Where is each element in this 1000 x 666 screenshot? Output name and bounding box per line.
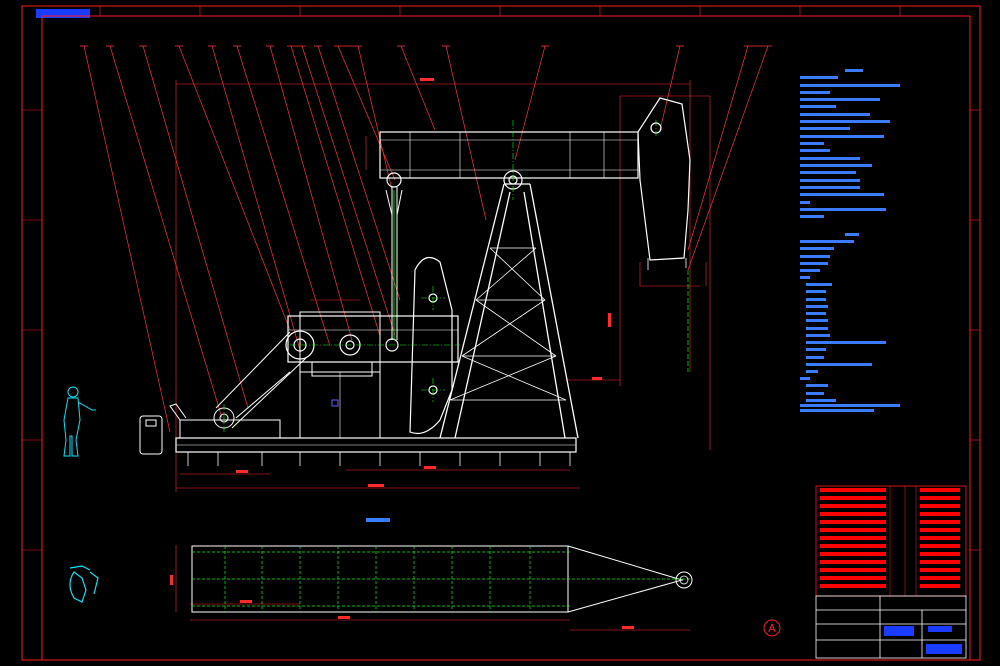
gearbox bbox=[299, 311, 381, 438]
walking-beam bbox=[379, 131, 639, 190]
samson-post bbox=[439, 183, 579, 439]
plan-view bbox=[191, 518, 693, 613]
human-figure bbox=[63, 386, 96, 457]
parts-list bbox=[815, 485, 967, 597]
dimension-values bbox=[170, 78, 634, 629]
horsehead bbox=[637, 97, 691, 372]
crank-counterweight bbox=[285, 256, 459, 435]
leader-lines bbox=[83, 45, 769, 433]
control-box bbox=[139, 415, 163, 455]
marker-square bbox=[331, 399, 339, 407]
sheet-symbol-letter: A bbox=[768, 622, 776, 635]
zone-ticks bbox=[22, 6, 980, 551]
technical-notes bbox=[800, 69, 900, 412]
title-block bbox=[815, 595, 967, 659]
logo-symbol bbox=[69, 565, 99, 603]
file-tag bbox=[36, 9, 90, 18]
motor-belt bbox=[169, 331, 307, 439]
pitman-arms bbox=[385, 187, 403, 340]
dimension-lines bbox=[175, 80, 711, 631]
inner-border bbox=[41, 15, 971, 661]
centerlines bbox=[223, 120, 657, 432]
sheet-symbol: A bbox=[763, 619, 781, 637]
base-skid bbox=[175, 437, 577, 466]
